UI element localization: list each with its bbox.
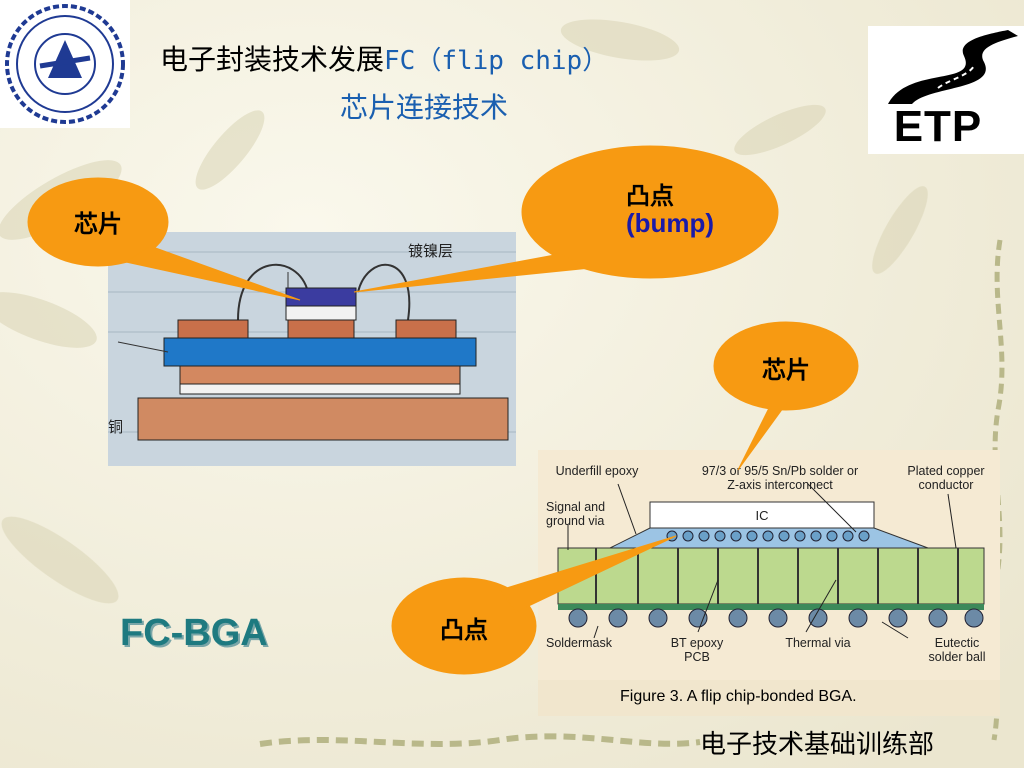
bga-label-plated-2: conductor [918,478,974,492]
slide-subtitle: 芯片连接技术 [340,91,509,124]
bga-label-pcb: PCB [684,650,710,664]
callout-bump-top-text: 凸点 [626,182,674,210]
bga-label-solder: 97/3 or 95/5 Sn/Pb solder or [701,464,859,478]
bga-label-signal-2: ground via [546,514,605,528]
bga-label-plated: Plated copper [907,464,985,478]
title-latin: FC（flip chip） [384,46,609,76]
partial-label-copper: 铜 [108,418,123,436]
slide-title: 电子封装技术发展FC（flip chip） [160,38,608,78]
fc-bga-label: FC-BGA [120,612,268,654]
callout-bump-top [353,145,779,293]
footer-department: 电子技术基础训练部 [700,730,935,760]
etp-logo-text: ETP [874,104,1002,150]
bga-label-ic: IC [756,508,769,523]
flip-chip-cross-section-diagram: 镀镍层 铜 [108,232,516,466]
bga-label-thermal: Thermal via [785,636,851,650]
partial-label-nickel: 镀镍层 [408,242,453,260]
bga-label-signal: Signal and [546,500,606,514]
title-chinese: 电子封装技术发展 [160,43,385,76]
callout-chip-top [27,177,301,301]
callout-chip-top-text: 芯片 [74,210,122,238]
bga-label-solder-2: Z-axis interconnect [727,478,833,492]
engineering-training-center-logo [0,0,130,128]
bga-label-bt-epoxy: BT epoxy [670,636,724,650]
callout-bump-bottom-text: 凸点 [440,616,488,644]
callout-bump-top-en: (bump) [625,208,715,238]
callout-chip-right-text: 芯片 [762,356,810,384]
callout-chip-right [713,321,859,471]
callout-bump-bottom [391,535,677,675]
bga-label-eutectic: Eutectic [934,636,980,650]
bga-figure-caption: Figure 3. A flip chip-bonded BGA. [620,688,857,705]
bga-label-underfill: Underfill epoxy [555,464,639,478]
bga-label-eutectic-2: solder ball [928,650,986,664]
bga-label-soldermask: Soldermask [546,636,612,650]
fc-bga-figure: IC [538,450,1000,716]
